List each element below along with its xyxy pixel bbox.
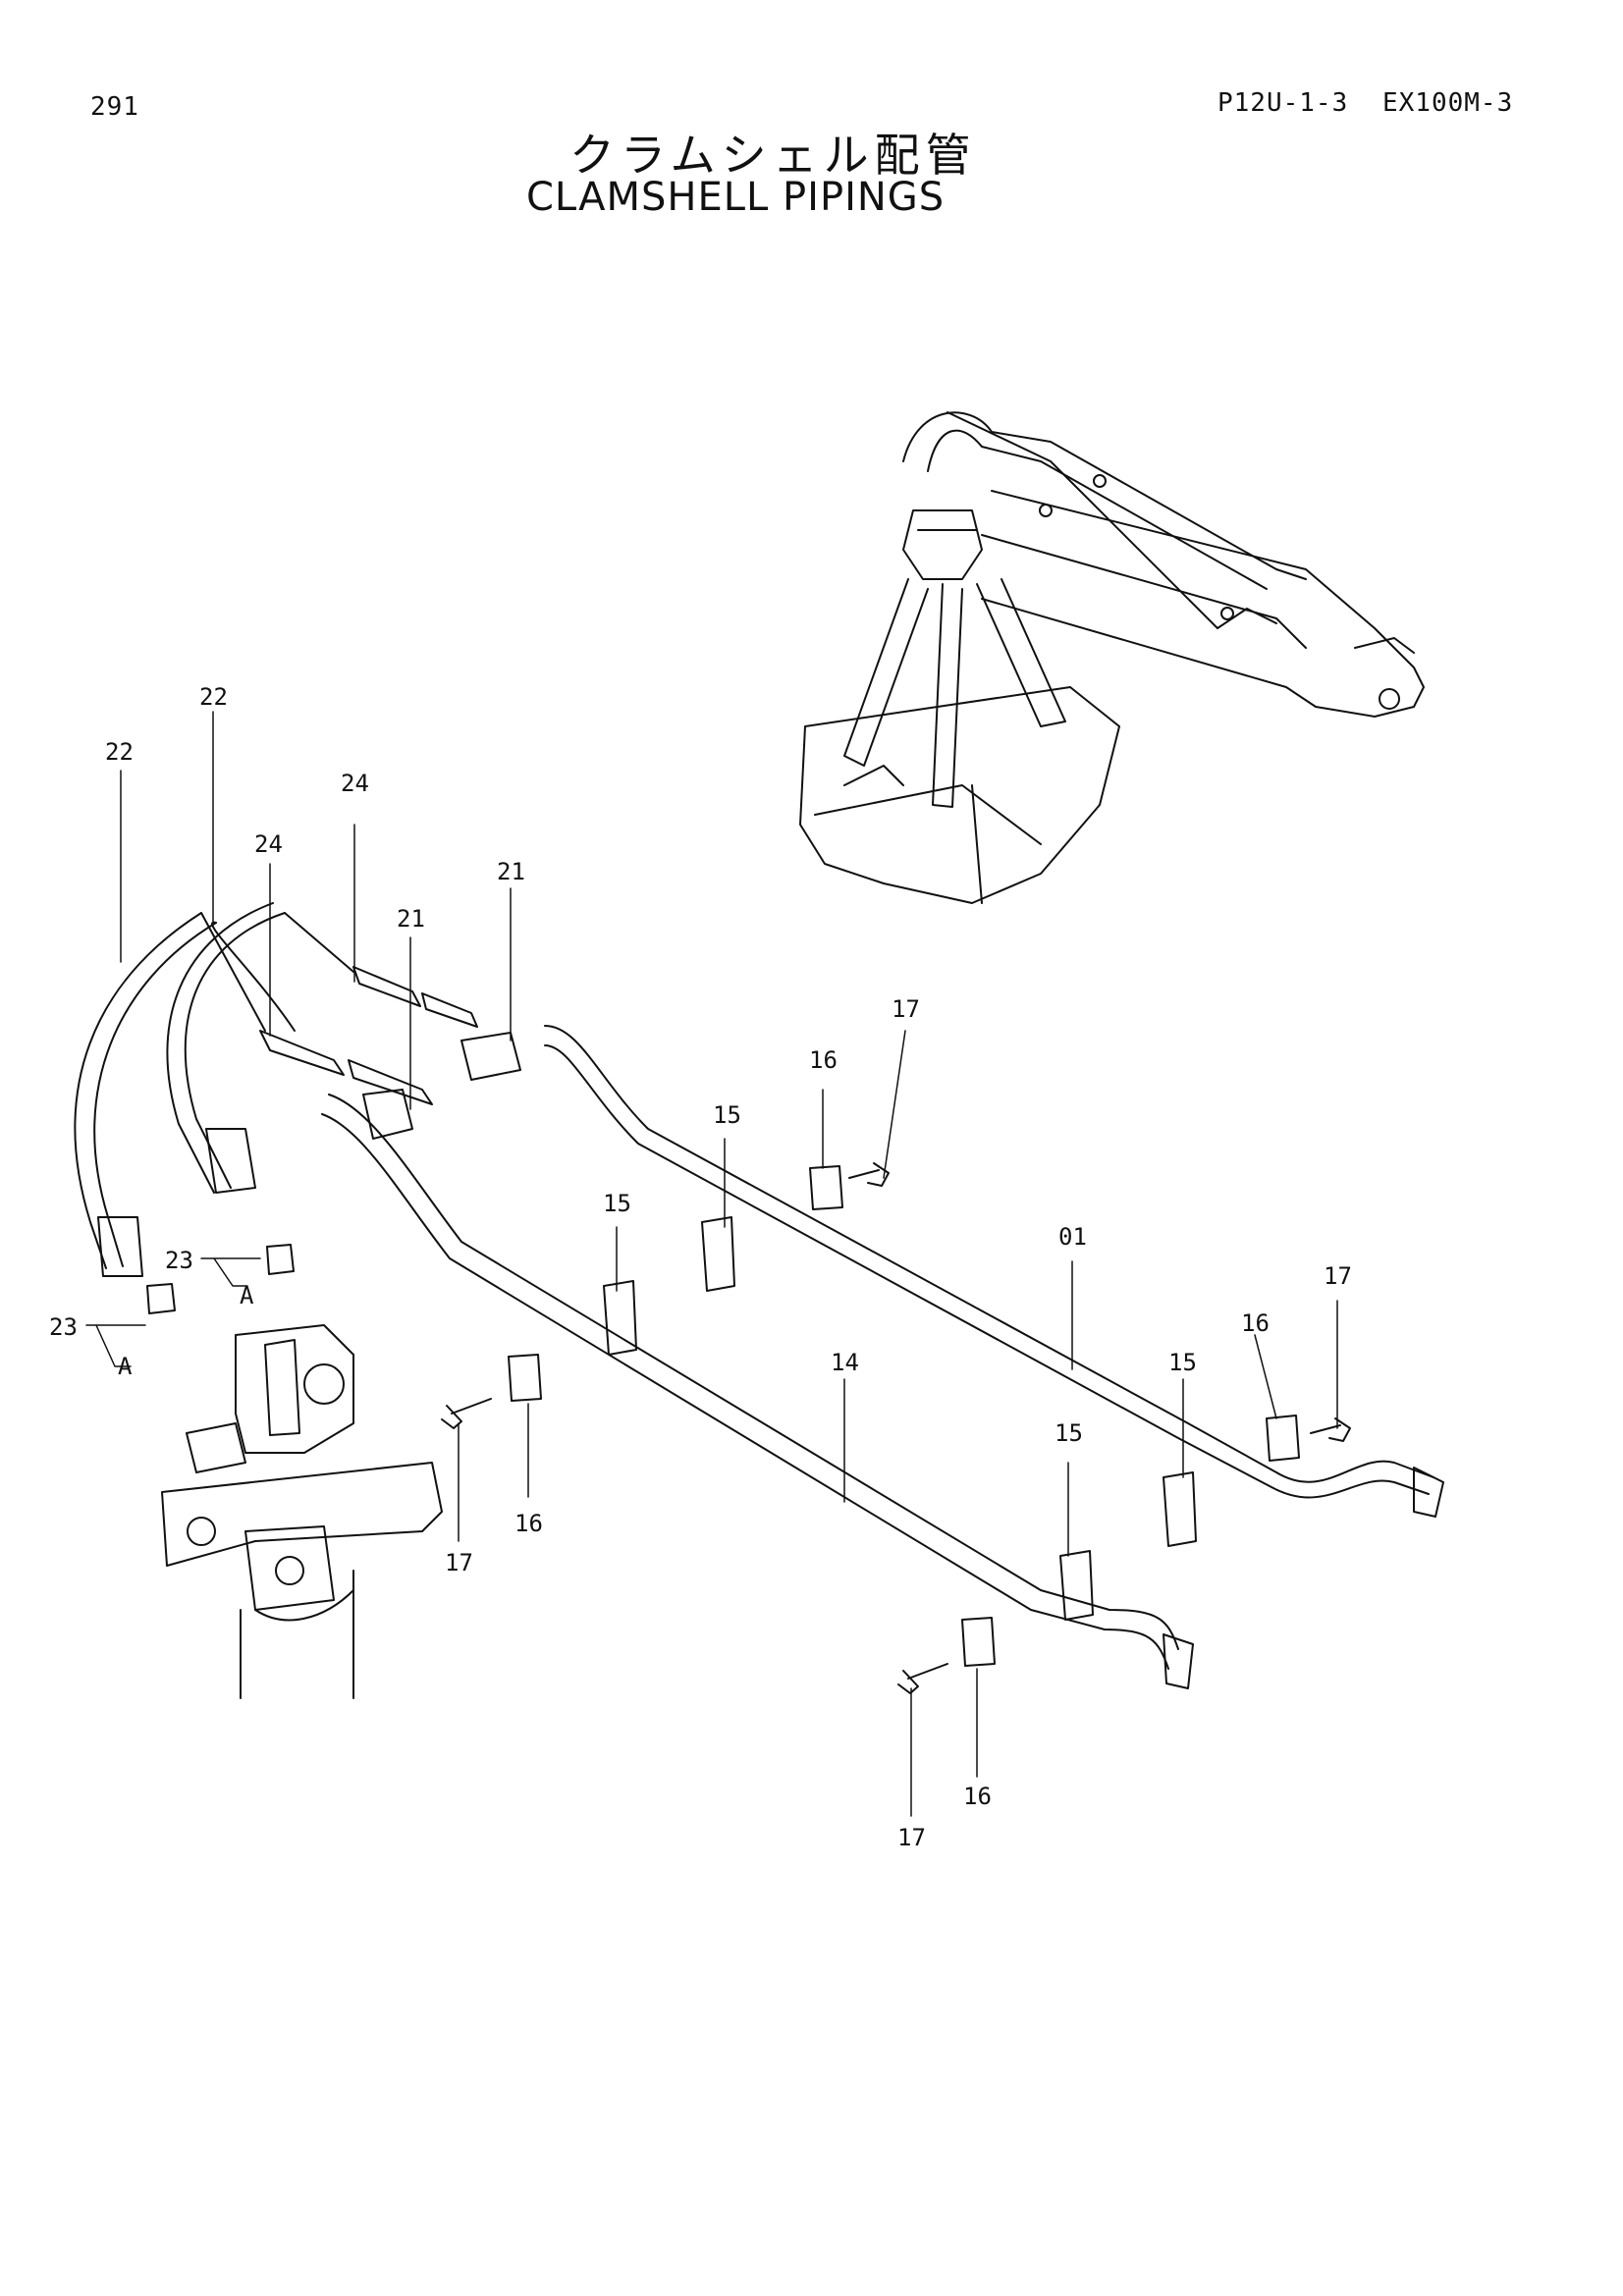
pipe-14 — [328, 1094, 1179, 1650]
bolt-17-d — [897, 1663, 948, 1694]
page-title-english: CLAMSHELL PIPINGS — [526, 175, 946, 220]
hose-22-right — [184, 912, 286, 1189]
pipe-01 — [544, 1025, 1434, 1483]
hose-fitting-24-lower — [259, 1030, 345, 1076]
callout-15d: 15 — [1055, 1419, 1083, 1447]
elbow-21-lower — [362, 1089, 413, 1140]
callout-a2: A — [118, 1353, 133, 1380]
callout-21b: 21 — [397, 905, 425, 933]
callout-17b: 17 — [445, 1549, 473, 1576]
hose-22-left — [93, 922, 217, 1267]
clamp-16-c — [1266, 1415, 1300, 1462]
callout-16c: 16 — [1241, 1309, 1270, 1337]
hose-fitting-24-upper — [352, 966, 421, 1007]
hose-end-lower-left — [97, 1216, 143, 1277]
clamp-16-b — [508, 1354, 542, 1402]
callout-24a: 24 — [341, 770, 369, 797]
clamp-15-b — [603, 1280, 637, 1356]
adapter-23-upper — [266, 1244, 295, 1275]
callout-16a: 16 — [809, 1046, 838, 1074]
callout-21a: 21 — [497, 858, 525, 885]
callout-01: 01 — [1058, 1223, 1087, 1251]
clamp-16-d — [961, 1617, 996, 1667]
clamshell-boom-inset — [799, 411, 1425, 904]
pipe-14-elbow — [1163, 1633, 1194, 1689]
callout-24b: 24 — [254, 830, 283, 858]
callout-a1: A — [240, 1282, 254, 1309]
pipe-01-elbow — [1413, 1467, 1444, 1518]
callout-17c: 17 — [1324, 1262, 1352, 1290]
callout-22b: 22 — [105, 738, 134, 766]
callout-16b: 16 — [514, 1510, 543, 1537]
callout-15b: 15 — [603, 1190, 631, 1217]
callout-23a: 23 — [165, 1247, 193, 1274]
elbow-21-upper — [460, 1032, 521, 1081]
page-code: P12U-1-3 — [1217, 88, 1349, 118]
callout-22a: 22 — [199, 683, 228, 711]
page-number: 291 — [90, 92, 139, 122]
model-name: EX100M-3 — [1382, 88, 1514, 118]
callout-17d: 17 — [897, 1824, 926, 1851]
callout-17a: 17 — [892, 995, 920, 1023]
bolt-17-b — [441, 1398, 492, 1429]
callout-15a: 15 — [713, 1101, 741, 1129]
bolt-17-a — [848, 1162, 890, 1187]
bolt-17-c — [1310, 1417, 1351, 1442]
clamp-15-c — [1163, 1471, 1197, 1547]
clamp-15-d — [1059, 1550, 1094, 1621]
callout-15c: 15 — [1168, 1349, 1197, 1376]
page-title-japanese: クラムシェル配管 — [569, 129, 977, 182]
adapter-23-lower — [146, 1283, 176, 1314]
callout-14: 14 — [831, 1349, 859, 1376]
callout-23b: 23 — [49, 1313, 78, 1341]
clamp-15-a — [701, 1216, 735, 1292]
hose-end-lower-right — [205, 1128, 256, 1194]
callout-16d: 16 — [963, 1783, 992, 1810]
cylinder-bracket — [161, 1324, 443, 1699]
clamp-16-a — [809, 1165, 843, 1210]
